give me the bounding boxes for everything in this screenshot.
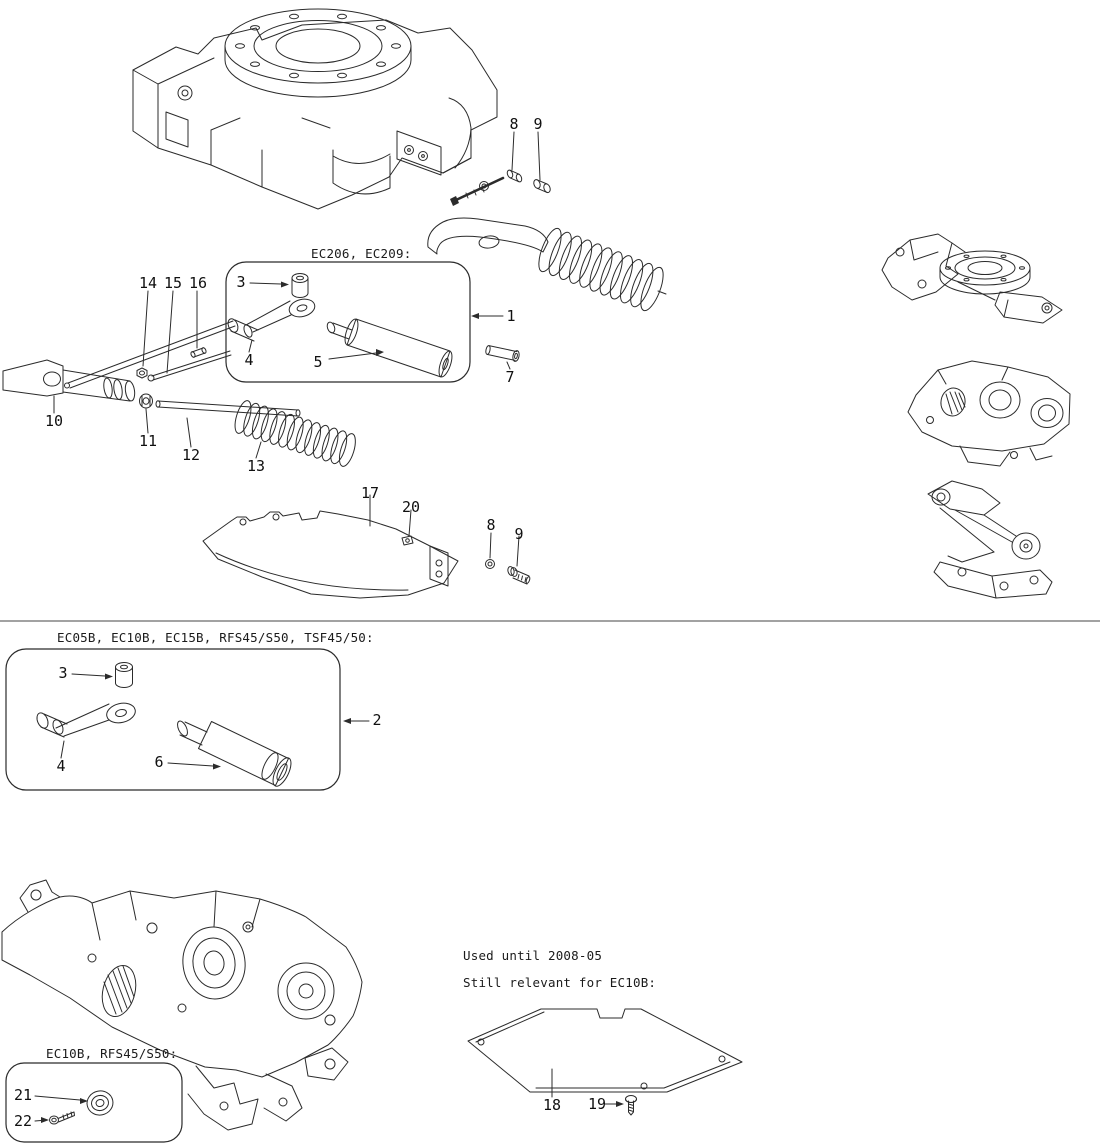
callout-22: 22 [13, 1112, 33, 1130]
callout-3-ec206: 3 [236, 273, 246, 291]
top-housing-drawing [132, 8, 498, 210]
callout-20: 20 [401, 498, 421, 516]
callout-3-ec05b: 3 [58, 664, 68, 682]
callout-9-housing: 9 [533, 115, 543, 133]
callout-12: 12 [181, 446, 201, 464]
callout-10: 10 [44, 412, 64, 430]
pivot-pin-part-3a [249, 273, 309, 298]
callout-4-ec206: 4 [244, 351, 254, 369]
callout-16: 16 [188, 274, 208, 292]
group-label-ec10b: EC10B, RFS45/S50: [46, 1046, 178, 1061]
callout-9-plate: 9 [514, 525, 524, 543]
callout-1: 1 [506, 307, 516, 325]
callout-15: 15 [163, 274, 183, 292]
pivot-pin-part-3b [71, 662, 133, 688]
bolt-parts-top [450, 131, 551, 206]
callout-11: 11 [138, 432, 158, 450]
link-part-7 [485, 345, 520, 370]
handle-parts-drawing [2, 290, 301, 448]
thumbnail-machine-3 [927, 480, 1053, 599]
lever-arm-part-4a [227, 298, 316, 353]
release-lever-spring-drawing [427, 217, 667, 312]
callout-1-leader [471, 313, 504, 319]
thumbnail-machine-2 [907, 360, 1071, 467]
spring-part-13 [234, 400, 356, 467]
cylinder-part-6 [167, 720, 292, 787]
cover-plate-drawing [467, 1008, 743, 1116]
group-label-ec206-ec209: EC206, EC209: [311, 246, 412, 261]
bottom-housing-drawing [1, 879, 363, 1131]
callout-8-plate: 8 [486, 516, 496, 534]
callout-6: 6 [154, 753, 164, 771]
callout-5: 5 [313, 353, 323, 371]
group-label-ec05b: EC05B, EC10B, EC15B, RFS45/S50, TSF45/50… [57, 630, 374, 645]
callout-8-housing: 8 [509, 115, 519, 133]
thumbnail-machine-1 [881, 233, 1063, 324]
ec10b-box [5, 1062, 183, 1143]
ec206-ec209-box [225, 261, 471, 383]
plug-part-21 [34, 1090, 114, 1116]
callout-14: 14 [138, 274, 158, 292]
screw-part-22 [34, 1111, 75, 1125]
callout-21: 21 [13, 1086, 33, 1104]
callout-17: 17 [360, 484, 380, 502]
note-used-until: Used until 2008-05 [463, 948, 603, 963]
callout-2: 2 [372, 711, 382, 729]
lever-arm-part-4b [36, 702, 136, 759]
callout-19: 19 [587, 1095, 607, 1113]
callout-2-leader [343, 718, 370, 724]
damper-part-5 [326, 318, 453, 378]
note-still-relevant: Still relevant for EC10B: [463, 975, 657, 990]
floor-plate-drawing [202, 494, 531, 599]
callout-4-ec05b: 4 [56, 757, 66, 775]
callout-7: 7 [505, 368, 515, 386]
ec05b-box [5, 648, 341, 791]
callout-18: 18 [542, 1096, 562, 1114]
callout-13: 13 [246, 457, 266, 475]
